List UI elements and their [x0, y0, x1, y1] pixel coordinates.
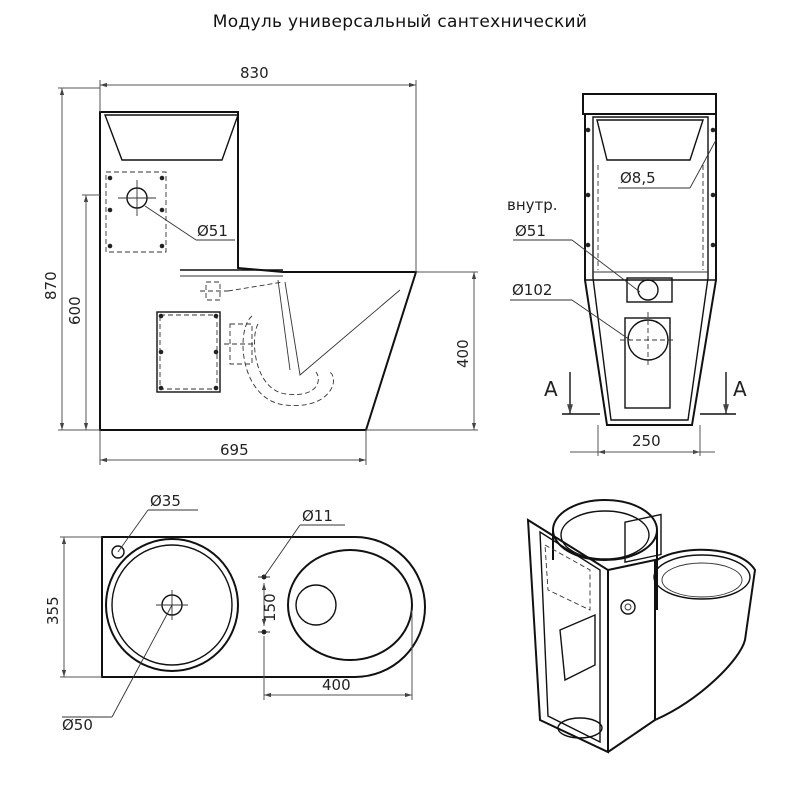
top-dim-150: 150 [261, 593, 279, 622]
section-left: A [544, 377, 558, 401]
front-outline [99, 111, 418, 431]
side-hole-inner-dim: Ø51 [515, 222, 546, 240]
top-dim-355: 355 [44, 596, 62, 625]
side-top-cap [582, 93, 717, 115]
front-panel-upper [105, 171, 167, 253]
front-hole-dim: Ø51 [197, 222, 228, 240]
dim-695: 695 [220, 441, 249, 459]
iso-view [526, 499, 757, 754]
top-hole-11-dim: Ø11 [302, 507, 333, 525]
top-hole-35 [111, 545, 125, 559]
top-view: Ø35 Ø11 Ø50 355 150 400 [44, 492, 426, 734]
top-bowl-inner [295, 584, 337, 626]
dim-830: 830 [240, 64, 269, 82]
top-drain-dim: Ø50 [62, 716, 93, 734]
top-sink-outer [105, 538, 239, 672]
top-dim-400: 400 [322, 676, 351, 694]
side-dim-250: 250 [632, 432, 661, 450]
side-hole-inner [637, 279, 659, 301]
top-outline [101, 536, 426, 678]
side-inner-label: внутр. [507, 196, 558, 214]
dim-870: 870 [42, 271, 60, 300]
side-sink [596, 119, 704, 161]
iso-sink-rim [552, 499, 658, 561]
dim-600: 600 [66, 296, 84, 325]
section-right: A [733, 377, 747, 401]
side-hole-large-dim: Ø102 [512, 281, 552, 299]
front-view: Ø51 830 695 870 600 400 [42, 64, 478, 465]
front-sink-bowl [103, 114, 239, 161]
side-view: Ø8,5 внутр. Ø51 Ø102 A A 250 [507, 93, 747, 456]
iso-side-frame [526, 518, 609, 754]
dim-400: 400 [454, 339, 472, 368]
top-hole-35-dim: Ø35 [150, 492, 181, 510]
side-hole-small-dim: Ø8,5 [620, 169, 656, 187]
front-panel-lower [156, 311, 221, 393]
drawing-title: Модуль универсальный сантехнический [212, 12, 588, 32]
top-bowl-outer [287, 549, 413, 661]
